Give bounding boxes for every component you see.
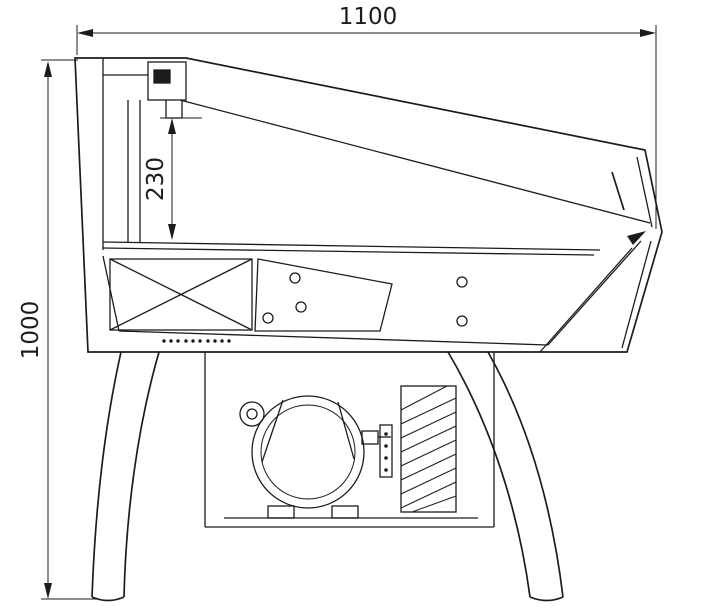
right-leg: [447, 351, 564, 602]
cabinet-outline: [74, 57, 663, 353]
left-leg-foot: [91, 596, 125, 602]
baffle-hole: [289, 272, 301, 284]
dimension-label-depth: 230: [143, 157, 169, 201]
glass-tip-bracket: [627, 231, 646, 245]
back-wall-lines: [102, 58, 148, 250]
cabinet-body: [74, 57, 663, 353]
duct-hole: [456, 315, 468, 327]
pipe: [337, 401, 355, 460]
well-interior: [102, 240, 642, 353]
arrowhead-bottom: [168, 224, 176, 240]
cross-brace-panel: [109, 258, 253, 331]
right-leg-foot: [529, 596, 564, 602]
compressor-foot: [267, 505, 295, 519]
top-rail: [147, 61, 187, 119]
compressor-foot: [331, 505, 359, 519]
display-deck: [102, 241, 601, 256]
front-panel-inner: [621, 240, 652, 349]
suction-fitting: [239, 401, 265, 427]
lid-handle: [611, 171, 625, 211]
condenser-coil: [400, 385, 457, 513]
perforated-strip: [162, 339, 231, 343]
dimension-overall-width: 1100: [76, 4, 657, 229]
arrowhead-right: [640, 29, 656, 37]
compressor: [239, 395, 391, 519]
duct-hole: [456, 276, 468, 288]
machine-compartment: [204, 352, 495, 528]
discharge-fitting: [361, 430, 379, 445]
arrowhead-top: [168, 118, 176, 134]
fan-motor: [379, 424, 393, 478]
baffle-hole: [262, 312, 274, 324]
dimension-overall-height: 1000: [18, 59, 96, 600]
condenser-hatching: [400, 385, 457, 513]
dimension-label-height: 1000: [18, 301, 44, 360]
dimension-well-depth: 230: [143, 117, 202, 240]
baffle-hole: [295, 301, 307, 313]
baffle-plate: [254, 258, 393, 332]
glass-lid: [179, 99, 653, 228]
arrowhead-left: [77, 29, 93, 37]
pipe: [261, 399, 284, 463]
left-leg: [91, 351, 160, 602]
rail-insert: [153, 69, 171, 84]
arrowhead-top: [44, 61, 52, 77]
arrowhead-bottom: [44, 583, 52, 599]
compressor-body: [251, 395, 365, 509]
dimension-label-width: 1100: [339, 4, 398, 30]
